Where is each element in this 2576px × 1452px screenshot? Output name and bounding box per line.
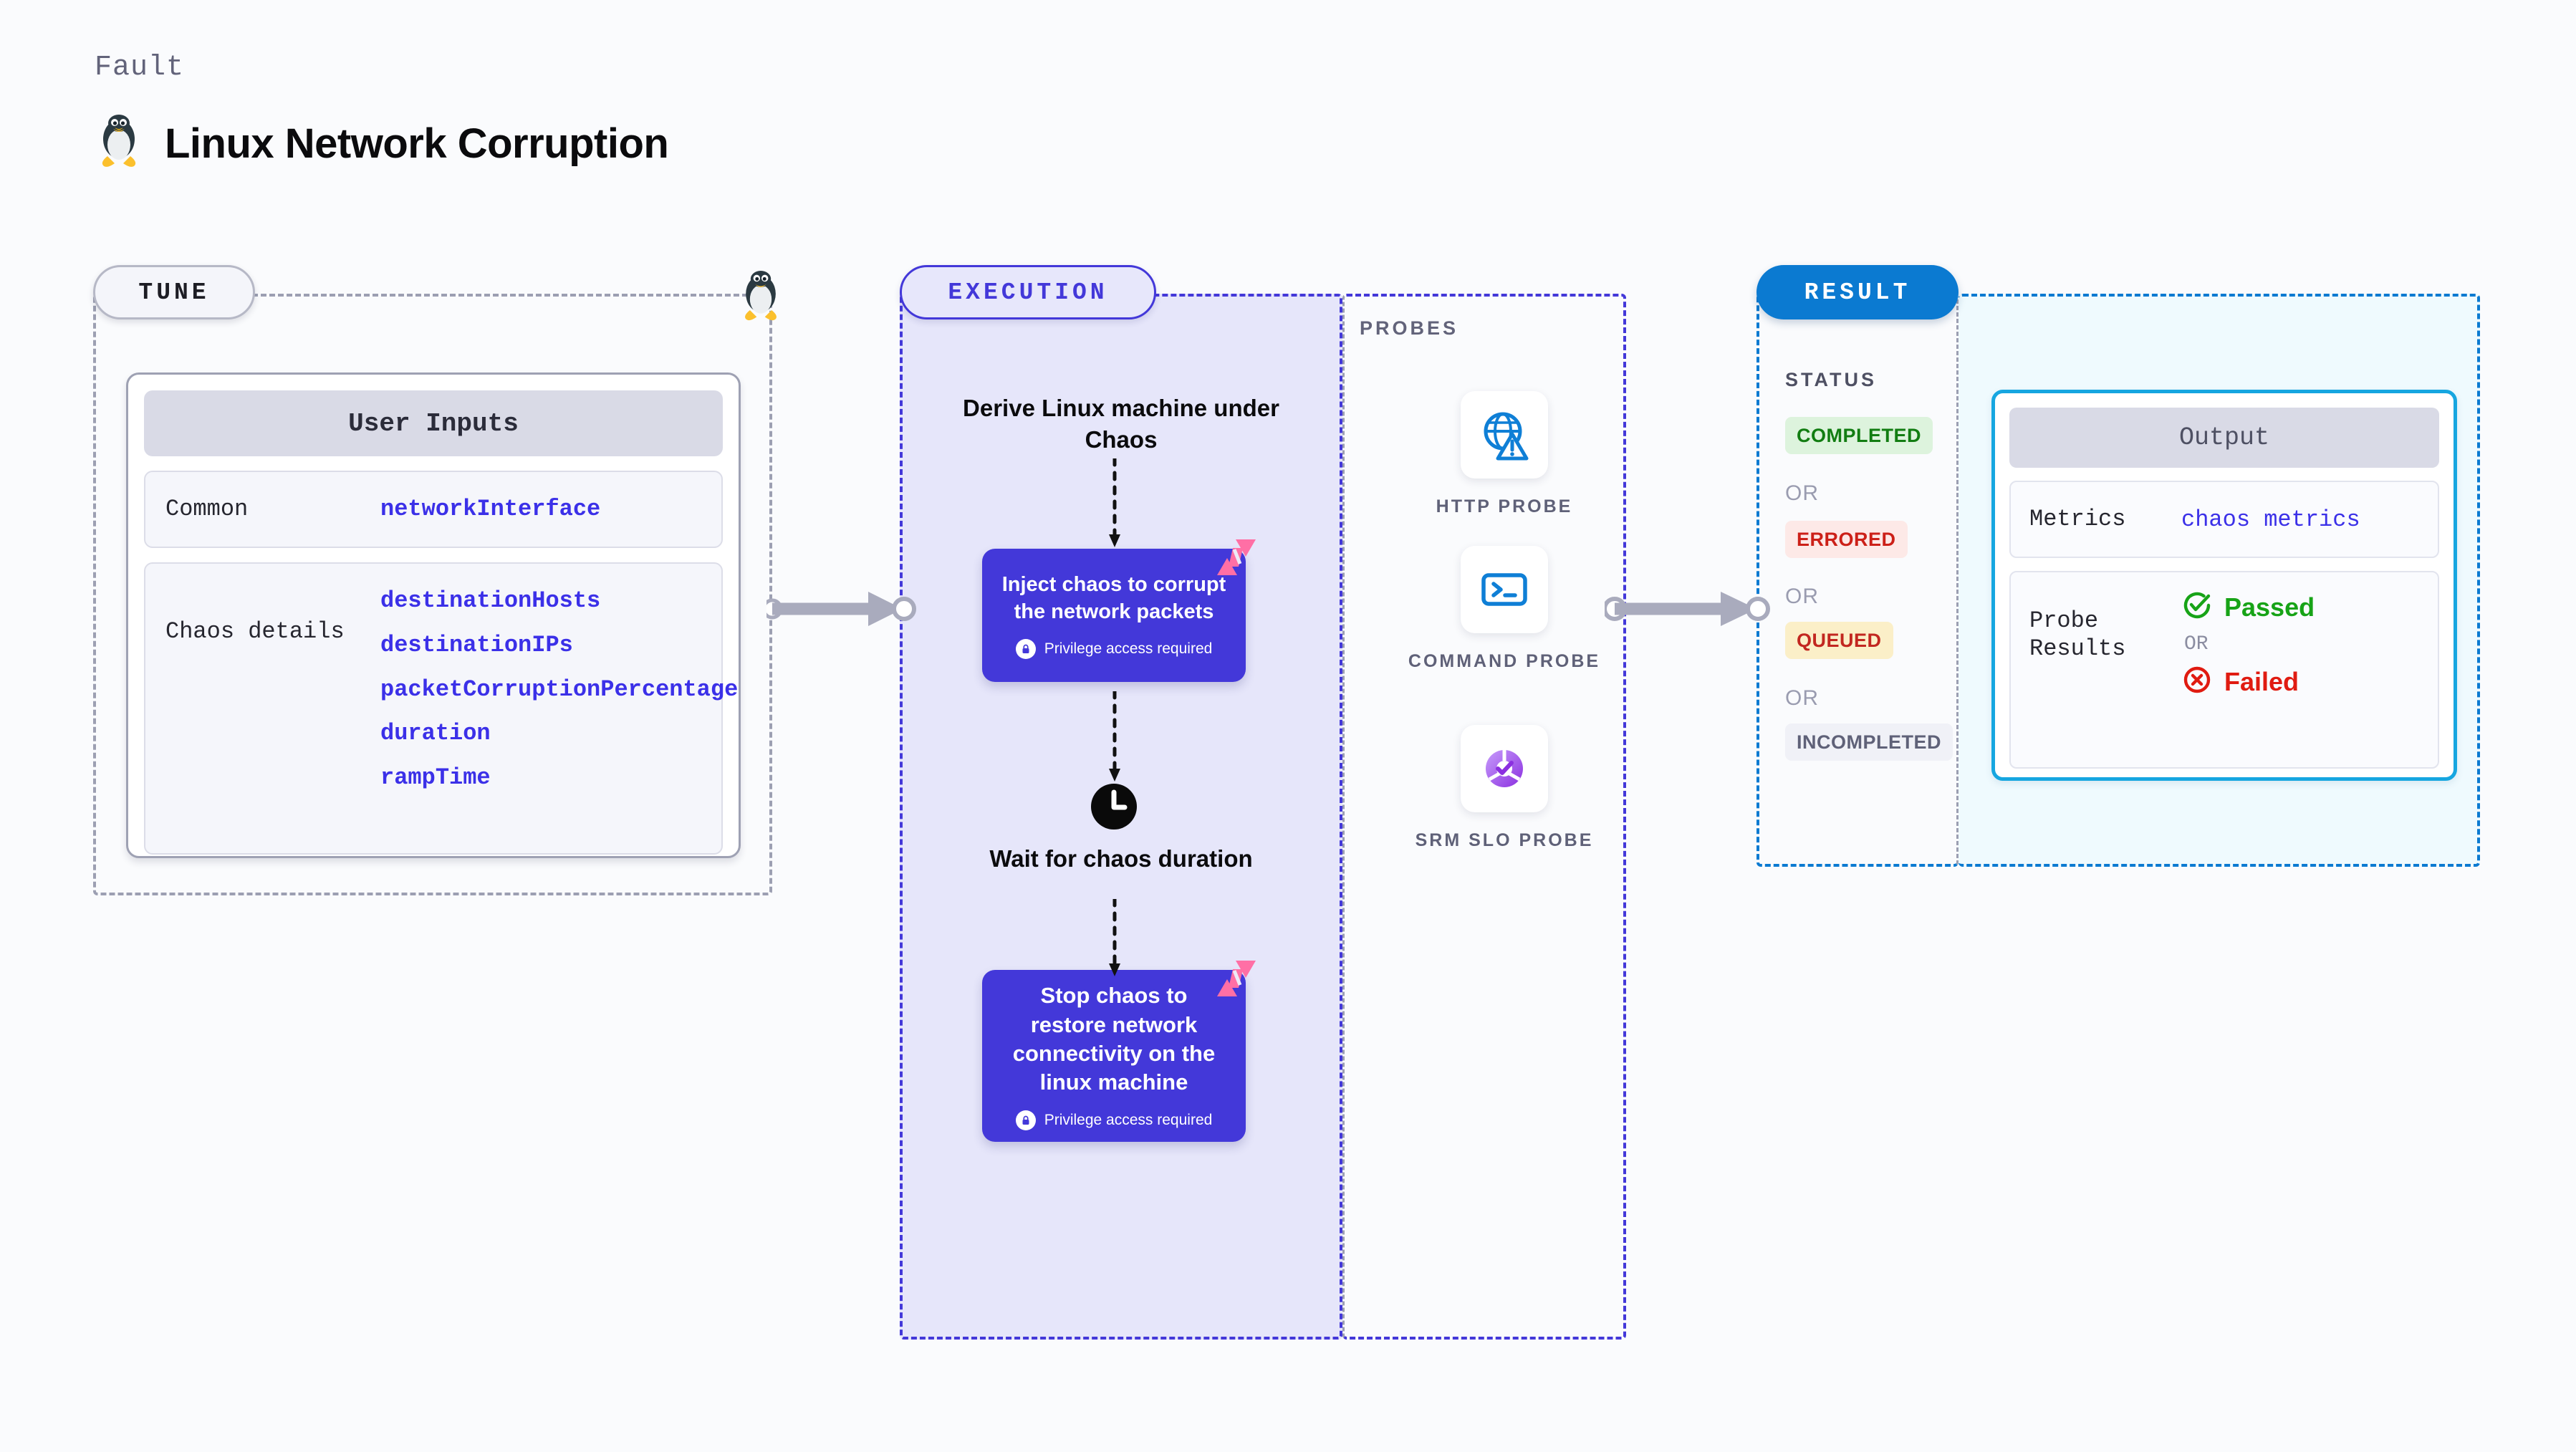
- connector-execution-to-result: [1605, 592, 1770, 626]
- probes-section-label: PROBES: [1360, 317, 1459, 339]
- lock-icon: [1015, 638, 1036, 659]
- input-group-label: Chaos details: [165, 618, 345, 645]
- probe-caption: SRM SLO PROBE: [1415, 830, 1594, 850]
- execution-stage-pill[interactable]: EXECUTION: [900, 265, 1156, 319]
- user-inputs-header: User Inputs: [144, 390, 723, 456]
- status-stage-frame: [1756, 294, 1959, 867]
- probe-result-or-label: OR: [2184, 633, 2209, 655]
- execution-step-stop-card[interactable]: Stop chaos to restore network connectivi…: [982, 970, 1246, 1142]
- probe-result-failed: Failed: [2181, 664, 2315, 699]
- linux-penguin-icon: [95, 115, 143, 173]
- status-badge-completed: COMPLETED: [1785, 417, 1933, 454]
- probe-caption: COMMAND PROBE: [1408, 651, 1601, 671]
- globe-warning-icon: [1461, 391, 1548, 479]
- lock-icon: [1015, 1110, 1036, 1130]
- check-circle-icon: [2181, 590, 2213, 625]
- execution-step-wait-label: Wait for chaos duration: [989, 845, 1253, 872]
- clock-icon: [1090, 782, 1138, 831]
- status-or-label: OR: [1785, 585, 1819, 608]
- x-circle-icon: [2181, 664, 2213, 699]
- tune-stage-pill[interactable]: TUNE: [93, 265, 255, 319]
- input-group-common: Common networkInterface: [144, 471, 723, 548]
- srm-slo-donut-check-icon: [1461, 725, 1548, 812]
- input-value[interactable]: destinationHosts: [380, 587, 601, 614]
- input-group-chaos-details: Chaos details destinationHosts destinati…: [144, 562, 739, 855]
- input-group-label: Common: [165, 496, 249, 522]
- status-or-label: OR: [1785, 686, 1819, 710]
- input-value[interactable]: packetCorruptionPercentage: [380, 675, 739, 703]
- probe-item-http[interactable]: HTTP PROBE: [1408, 391, 1601, 519]
- tune-stage-frame: [93, 294, 772, 895]
- output-card-header: Output: [2009, 408, 2439, 468]
- probe-result-passed: Passed: [2181, 590, 2315, 625]
- output-card: Output Metrics chaos metrics Probe Resul…: [1991, 390, 2457, 781]
- status-badge-incompleted: INCOMPLETED: [1785, 723, 1953, 761]
- output-group-probe-results: Probe Results Passed OR: [2009, 571, 2439, 769]
- status-section-label: STATUS: [1785, 369, 1877, 390]
- page-title: Linux Network Corruption: [165, 120, 669, 167]
- privilege-note: Privilege access required: [1015, 638, 1213, 659]
- output-probe-results-label: Probe Results: [2029, 607, 2126, 663]
- flow-arrow-1: [1109, 458, 1120, 547]
- input-value[interactable]: rampTime: [380, 764, 491, 792]
- privilege-note-label: Privilege access required: [1044, 640, 1213, 657]
- probe-item-srm-slo[interactable]: SRM SLO PROBE: [1408, 725, 1601, 853]
- probe-result-values: Passed OR Failed: [2181, 590, 2315, 699]
- status-badge-queued: QUEUED: [1785, 622, 1893, 659]
- status-or-label: OR: [1785, 481, 1819, 505]
- user-inputs-card: User Inputs Common networkInterface Chao…: [126, 372, 741, 858]
- probe-result-passed-label: Passed: [2224, 592, 2315, 622]
- output-metrics-label: Metrics: [2029, 506, 2126, 533]
- status-badge-errored: ERRORED: [1785, 521, 1908, 558]
- harness-logo-icon: [1214, 535, 1259, 580]
- input-value[interactable]: networkInterface: [380, 496, 601, 523]
- execution-step-inject-label: Inject chaos to corrupt the network pack…: [1001, 573, 1226, 623]
- input-value[interactable]: duration: [380, 720, 491, 747]
- execution-step-stop-label: Stop chaos to restore network connectivi…: [1012, 983, 1216, 1095]
- probe-result-failed-label: Failed: [2224, 666, 2299, 696]
- fault-kicker-label: Fault: [95, 52, 185, 84]
- probe-item-command[interactable]: COMMAND PROBE: [1408, 546, 1601, 674]
- privilege-note-label: Privilege access required: [1044, 1111, 1213, 1128]
- result-stage-pill[interactable]: RESULT: [1756, 265, 1959, 319]
- privilege-note: Privilege access required: [1015, 1110, 1213, 1130]
- input-value[interactable]: destinationIPs: [380, 631, 573, 658]
- output-metrics-value[interactable]: chaos metrics: [2181, 506, 2360, 533]
- harness-logo-icon: [1214, 956, 1259, 1001]
- linux-penguin-icon: [735, 271, 787, 322]
- output-group-metrics: Metrics chaos metrics: [2009, 481, 2439, 558]
- flow-arrow-3: [1109, 899, 1120, 976]
- input-group-values: networkInterface: [380, 496, 600, 522]
- input-group-values: destinationHosts destinationIPs packetCo…: [380, 587, 739, 792]
- execution-step-inject-card[interactable]: Inject chaos to corrupt the network pack…: [982, 549, 1246, 682]
- execution-step-derive-label: Derive Linux machine under Chaos: [963, 395, 1279, 453]
- terminal-icon: [1461, 546, 1548, 633]
- flow-arrow-2: [1109, 691, 1120, 782]
- page-title-row: Linux Network Corruption: [95, 115, 669, 173]
- connector-tune-to-execution: [766, 592, 916, 626]
- probe-caption: HTTP PROBE: [1436, 496, 1573, 516]
